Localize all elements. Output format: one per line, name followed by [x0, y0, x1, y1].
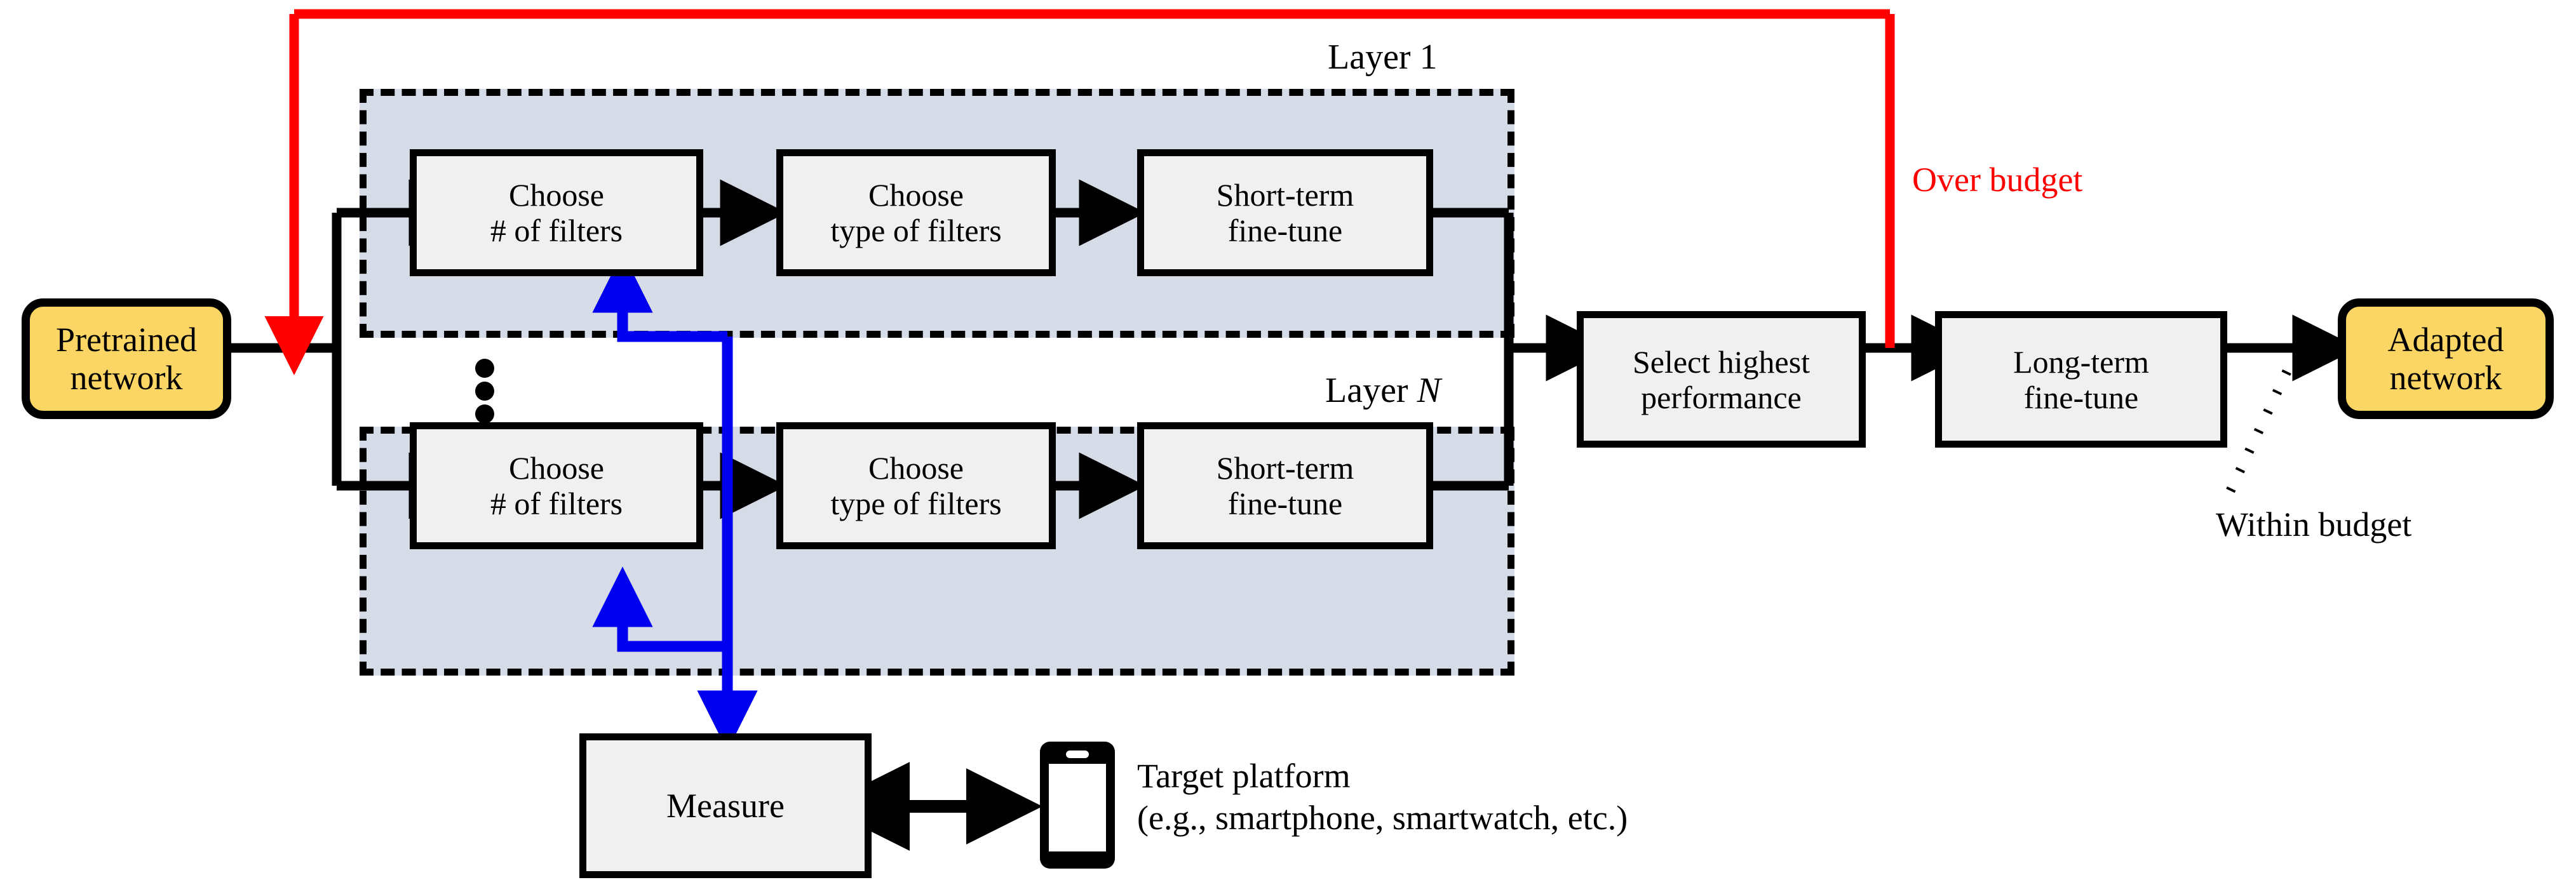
layern-short-term-fine-tune[interactable]: Short-term fine-tune: [1137, 422, 1433, 549]
layern-choose-type-filters[interactable]: Choose type of filters: [776, 422, 1056, 549]
pretrained-network-node[interactable]: Pretrained network: [22, 298, 231, 419]
layer-n-label: Layer N: [1325, 370, 1441, 411]
pretrained-network-line1: Pretrained: [56, 320, 197, 359]
long-term-fine-tune-node[interactable]: Long-term fine-tune: [1935, 311, 2227, 448]
over-budget-label: Over budget: [1912, 161, 2083, 199]
within-budget-label: Within budget: [2216, 505, 2412, 544]
over-budget-feedback-wire: [264, 9, 1895, 376]
layer-1-label-prefix: Layer: [1328, 37, 1411, 77]
adapted-network-line2: network: [2389, 359, 2502, 397]
layer1-short-term-fine-tune[interactable]: Short-term fine-tune: [1137, 149, 1433, 276]
step-line2: # of filters: [490, 486, 623, 521]
layer1-choose-num-filters[interactable]: Choose # of filters: [410, 149, 703, 276]
select-line2: performance: [1641, 379, 1802, 415]
step-line2: type of filters: [830, 213, 1002, 248]
layer-n-label-prefix: Layer: [1325, 371, 1408, 410]
step-line1: Choose: [509, 450, 604, 486]
step-line2: fine-tune: [1227, 486, 1343, 521]
measurement-feedback-wires: [592, 252, 758, 751]
phone-screen-icon: [1049, 764, 1106, 851]
longterm-line2: fine-tune: [2023, 379, 2139, 415]
select-highest-performance-node[interactable]: Select highest performance: [1577, 311, 1866, 448]
within-budget-leader: [2225, 369, 2291, 495]
pretrained-network-line2: network: [70, 359, 183, 397]
phone-speaker-icon: [1066, 751, 1089, 758]
input-fanout-wires: [229, 179, 476, 519]
layern-choose-num-filters[interactable]: Choose # of filters: [410, 422, 703, 549]
layer-n-label-index: N: [1417, 371, 1441, 410]
step-line2: fine-tune: [1227, 213, 1343, 248]
measure-label: Measure: [666, 786, 785, 825]
smartphone-icon: [1040, 742, 1115, 869]
target-platform-caption: Target platform (e.g., smartphone, smart…: [1137, 756, 1628, 839]
measure-node[interactable]: Measure: [579, 733, 872, 878]
step-line2: type of filters: [830, 486, 1002, 521]
step-line1: Choose: [509, 177, 604, 213]
step-line1: Short-term: [1216, 177, 1354, 213]
step-line2: # of filters: [490, 213, 623, 248]
target-platform-line2: (e.g., smartphone, smartwatch, etc.): [1137, 798, 1628, 837]
longterm-line1: Long-term: [2013, 344, 2149, 380]
select-line1: Select highest: [1632, 344, 1811, 380]
step-line1: Choose: [868, 450, 964, 486]
step-line1: Choose: [868, 177, 964, 213]
step-line1: Short-term: [1216, 450, 1354, 486]
target-platform-line1: Target platform: [1137, 757, 1351, 795]
layer-1-label: Layer 1: [1328, 37, 1438, 77]
layer-1-label-index: 1: [1419, 37, 1438, 77]
merge-to-select-wires: [1433, 208, 1613, 491]
vertical-ellipsis-icon: [475, 359, 501, 424]
adapted-network-line1: Adapted: [2387, 320, 2504, 359]
layer1-choose-type-filters[interactable]: Choose type of filters: [776, 149, 1056, 276]
adapted-network-node[interactable]: Adapted network: [2338, 298, 2554, 419]
